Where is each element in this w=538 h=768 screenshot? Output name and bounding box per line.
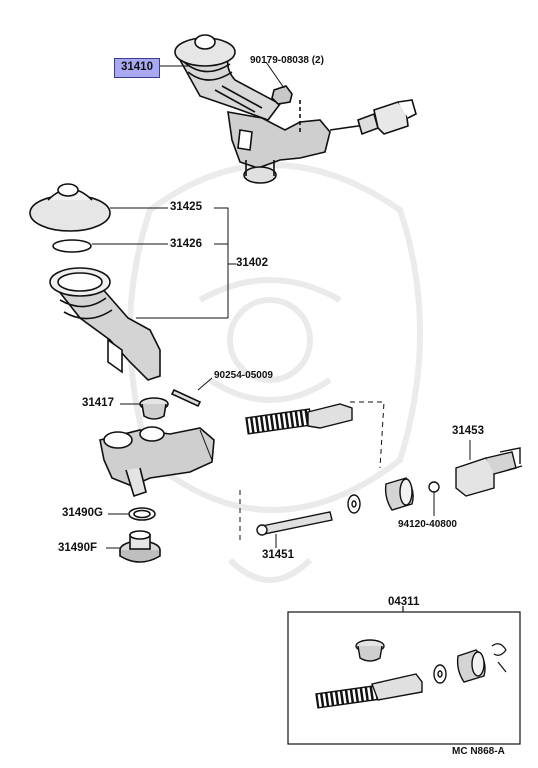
dashed-box bbox=[239, 401, 385, 540]
plug-drawing bbox=[106, 530, 161, 563]
kit-cup-washer-drawing bbox=[433, 664, 447, 684]
part-label-94120-40800[interactable]: 94120-40800 bbox=[398, 519, 457, 530]
snap-ring-drawing bbox=[428, 481, 440, 516]
part-label-31402[interactable]: 31402 bbox=[236, 257, 268, 269]
part-label-31417[interactable]: 31417 bbox=[82, 397, 114, 409]
kit-snap-ring-drawing bbox=[491, 643, 507, 673]
part-label-04311[interactable]: 04311 bbox=[388, 596, 420, 608]
push-rod-drawing bbox=[455, 440, 523, 497]
part-label-31426[interactable]: 31426 bbox=[170, 238, 202, 250]
washer-drawing bbox=[108, 507, 156, 521]
part-label-31490G[interactable]: 31490G bbox=[62, 507, 103, 519]
cup-washer-drawing bbox=[347, 494, 361, 514]
part-label-31451[interactable]: 31451 bbox=[262, 549, 294, 561]
part-label-31410[interactable]: 31410 bbox=[114, 58, 160, 78]
watermark-logo bbox=[127, 162, 423, 583]
part-label-31490F[interactable]: 31490F bbox=[58, 542, 98, 554]
piston-spring-drawing bbox=[245, 403, 353, 435]
diagram-code: MC N868-A bbox=[452, 746, 505, 757]
pin-drawing bbox=[170, 377, 213, 408]
gasket-drawing bbox=[52, 239, 92, 253]
kit-grommet-drawing bbox=[355, 639, 385, 662]
cap-drawing bbox=[29, 183, 111, 232]
kit-piston-drawing bbox=[315, 673, 423, 709]
part-label-90179-08038[interactable]: 90179-08038 (2) bbox=[250, 55, 324, 66]
grommet-drawing bbox=[120, 397, 169, 420]
kit-cup-drawing bbox=[456, 649, 486, 683]
part-label-31453[interactable]: 31453 bbox=[452, 425, 484, 437]
leader-lines-reservoir bbox=[92, 207, 236, 319]
kit-box bbox=[287, 606, 521, 745]
master-cylinder-assembly-drawing bbox=[174, 34, 417, 184]
part-label-90254-05009[interactable]: 90254-05009 bbox=[214, 370, 273, 381]
piston-cup-drawing bbox=[384, 477, 414, 511]
cylinder-body-drawing bbox=[99, 426, 215, 498]
part-label-31425[interactable]: 31425 bbox=[170, 201, 202, 213]
leader-lines-top bbox=[158, 61, 285, 89]
reservoir-drawing bbox=[49, 267, 161, 381]
piston-rod-drawing bbox=[256, 511, 333, 548]
